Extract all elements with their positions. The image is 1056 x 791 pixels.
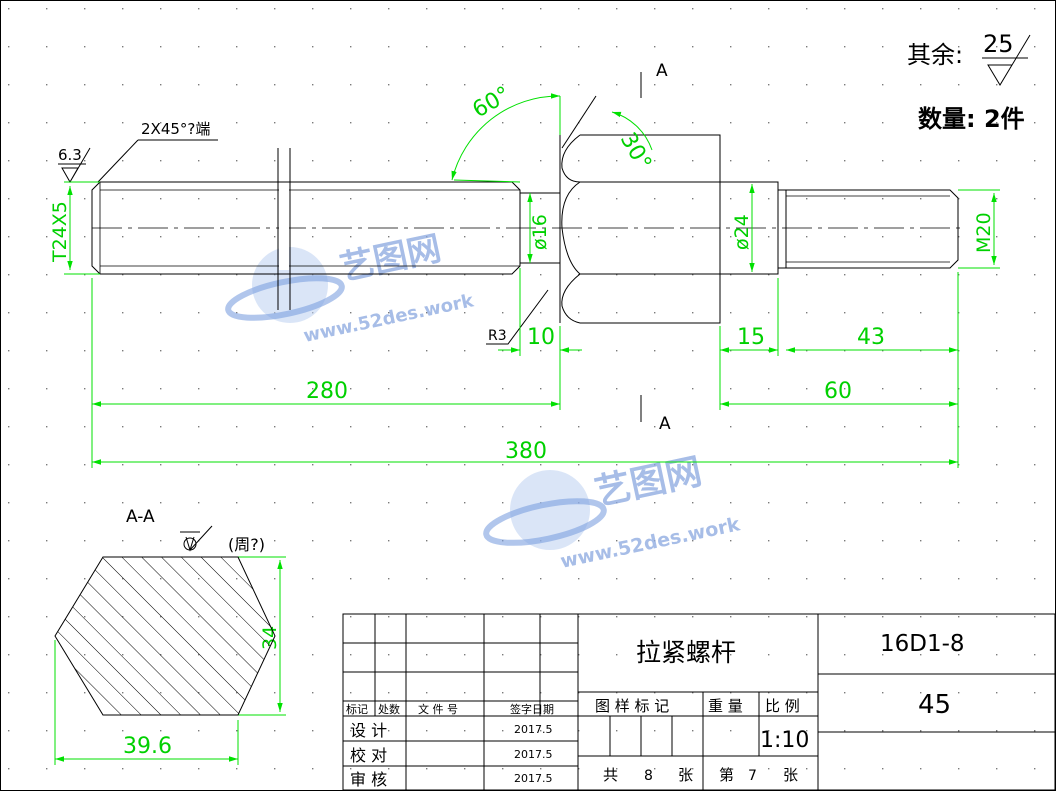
hex-head — [559, 134, 721, 324]
dim-thread-trap: T24X5 — [49, 201, 71, 263]
dim-dia-16: ø16 — [529, 214, 551, 250]
radius-leader — [486, 289, 549, 345]
local-roughness: 6.3 — [58, 146, 82, 164]
drawing-number: 16D1-8 — [880, 631, 965, 657]
sheet-value: 7 — [748, 768, 757, 784]
collar — [720, 181, 779, 275]
dim-hex-width: 39.6 — [123, 734, 172, 759]
quantity-label: 数量: 2件 — [918, 105, 1025, 133]
total-unit: 张 — [678, 766, 693, 784]
chamfer-leader — [97, 139, 218, 183]
hex-section-view — [54, 556, 276, 716]
scale-label: 比 例 — [765, 697, 800, 715]
dim-length-15: 15 — [737, 325, 765, 350]
roughness-label: 其余: — [907, 41, 963, 69]
col-file: 文 件 号 — [418, 702, 458, 716]
dim-length-280: 280 — [306, 379, 348, 404]
radius-note: R3 — [488, 328, 507, 344]
section-label-top: A — [656, 61, 668, 81]
dim-length-10: 10 — [527, 325, 555, 350]
total-value: 8 — [644, 768, 653, 784]
dim-dia-24: ø24 — [731, 214, 753, 250]
sheet-unit: 张 — [783, 766, 798, 784]
title-block — [342, 613, 1056, 791]
sheet-prefix: 第 — [719, 766, 734, 784]
section-title: A-A — [126, 507, 155, 527]
row-design: 设 计 — [350, 721, 387, 740]
weight-label: 重 量 — [708, 697, 743, 715]
row-check: 校 对 — [350, 746, 387, 765]
bolt-main-view: A A — [91, 61, 960, 434]
section-label-bottom: A — [659, 414, 671, 434]
col-sign: 签字日期 — [510, 702, 554, 716]
section-roughness-icon — [180, 525, 213, 552]
col-count: 处数 — [378, 703, 400, 716]
local-roughness-icon — [58, 147, 91, 184]
dim-length-380: 380 — [505, 439, 547, 464]
dim-length-43: 43 — [857, 325, 885, 350]
pattern-mark-label: 图 样 标 记 — [595, 697, 669, 715]
metric-thread-end — [778, 189, 959, 269]
roughness-value: 25 — [983, 30, 1014, 58]
roughness-symbol-icon — [982, 34, 1031, 86]
row-review: 审 核 — [350, 770, 387, 789]
date-design: 2017.5 — [514, 723, 553, 736]
date-check: 2017.5 — [514, 748, 553, 761]
total-prefix: 共 — [603, 766, 618, 784]
scale-value: 1:10 — [760, 728, 809, 753]
date-review: 2017.5 — [514, 772, 553, 785]
part-name: 拉紧螺杆 — [636, 638, 736, 667]
section-note: (周?) — [228, 535, 265, 554]
dim-thread-m: M20 — [973, 212, 995, 253]
break-line — [277, 148, 291, 310]
material: 45 — [918, 690, 951, 720]
trapezoid-thread-shaft — [91, 181, 521, 275]
dim-length-60: 60 — [824, 379, 852, 404]
col-mark: 标记 — [346, 702, 368, 716]
chamfer-note: 2X45°?端 — [141, 120, 210, 138]
